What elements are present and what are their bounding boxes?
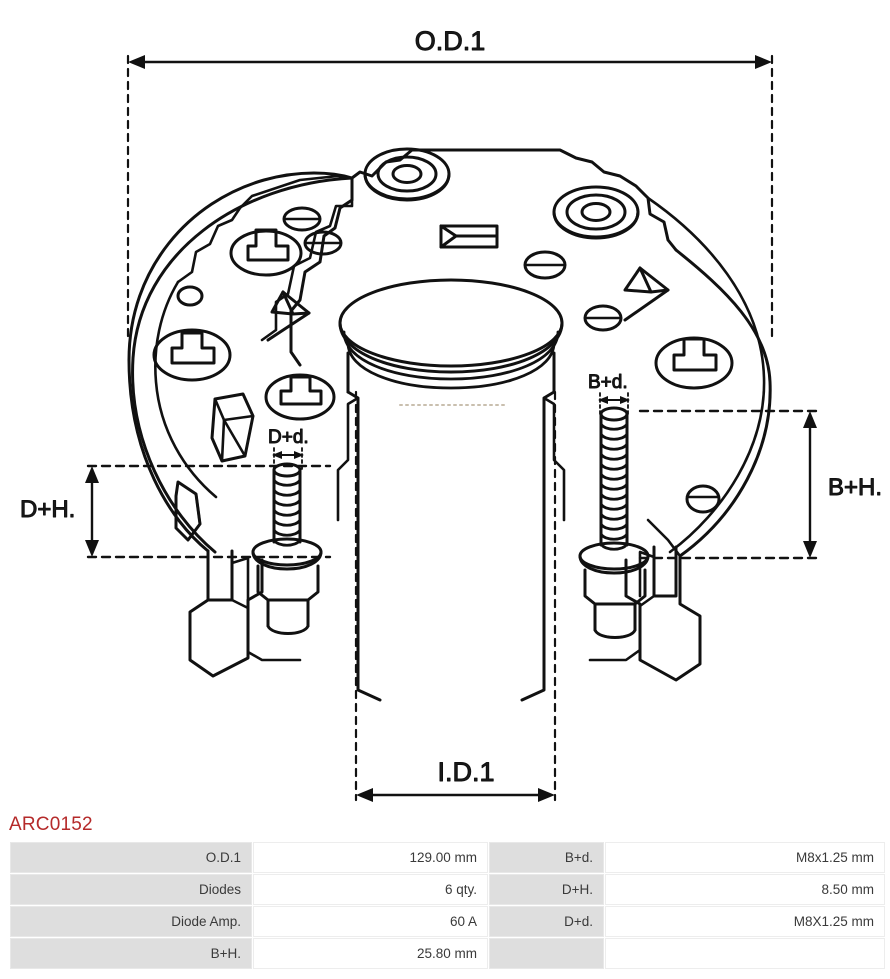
diode-mid-left <box>152 328 232 382</box>
spec-label: Diode Amp. <box>10 906 252 937</box>
spec-label: B+d. <box>489 842 604 873</box>
diode-right <box>654 336 734 390</box>
spec-value: 6 qty. <box>253 874 488 905</box>
arrow-marker-left <box>266 290 311 342</box>
dimension-b-plus-d <box>598 392 630 415</box>
rectifier-drawing-svg: O.D.1 I.D.1 D+H. B+H. <box>19 25 883 802</box>
technical-drawing: O.D.1 I.D.1 D+H. B+H. <box>19 25 883 802</box>
label-id1: I.D.1 <box>437 757 494 787</box>
label-b-plus-d: B+d. <box>588 372 628 393</box>
spec-label: B+H. <box>10 938 252 969</box>
spec-value: 8.50 mm <box>605 874 885 905</box>
table-row: B+H. 25.80 mm <box>10 938 885 969</box>
wing-detail-left <box>174 480 202 542</box>
spec-label: Diodes <box>10 874 252 905</box>
slot-feature-top <box>439 224 499 249</box>
hole-pair-top-left-a <box>282 206 322 232</box>
label-b-plus-h: B+H. <box>828 474 882 501</box>
spec-label: D+d. <box>489 906 604 937</box>
hole-right-upper <box>523 250 567 280</box>
diode-lower-left <box>264 373 336 421</box>
spec-value: M8X1.25 mm <box>605 906 885 937</box>
spec-label: O.D.1 <box>10 842 252 873</box>
spec-value-empty <box>605 938 885 969</box>
dimension-b-plus-h <box>638 409 820 560</box>
rectifier-body <box>127 147 772 702</box>
part-number: ARC0152 <box>9 814 93 835</box>
bearing-boss-left <box>363 147 451 202</box>
arrow-marker-right <box>623 266 670 322</box>
stud-right <box>578 406 682 662</box>
spec-label-empty <box>489 938 604 969</box>
spec-table: O.D.1 129.00 mm B+d. M8x1.25 mm Diodes 6… <box>9 841 886 970</box>
spec-value: 25.80 mm <box>253 938 488 969</box>
hole-small-left <box>176 285 204 307</box>
stud-left <box>206 462 323 662</box>
table-row: Diode Amp. 60 A D+d. M8X1.25 mm <box>10 906 885 937</box>
hole-pair-top-left-b <box>303 230 343 256</box>
slot-feature-left <box>210 392 255 463</box>
spec-value: M8x1.25 mm <box>605 842 885 873</box>
label-od1: O.D.1 <box>415 26 486 56</box>
spec-label: D+H. <box>489 874 604 905</box>
spec-value: 129.00 mm <box>253 842 488 873</box>
dimension-d-plus-d <box>272 447 304 471</box>
hole-right-mid <box>583 304 623 332</box>
hole-right-lower <box>685 484 721 514</box>
spec-value: 60 A <box>253 906 488 937</box>
dimension-od1 <box>126 54 774 342</box>
label-d-plus-h: D+H. <box>20 496 75 523</box>
table-row: O.D.1 129.00 mm B+d. M8x1.25 mm <box>10 842 885 873</box>
diode-upper-left <box>229 228 303 277</box>
bearing-boss-right <box>552 185 640 240</box>
label-d-plus-d: D+d. <box>268 427 309 448</box>
table-row: Diodes 6 qty. D+H. 8.50 mm <box>10 874 885 905</box>
